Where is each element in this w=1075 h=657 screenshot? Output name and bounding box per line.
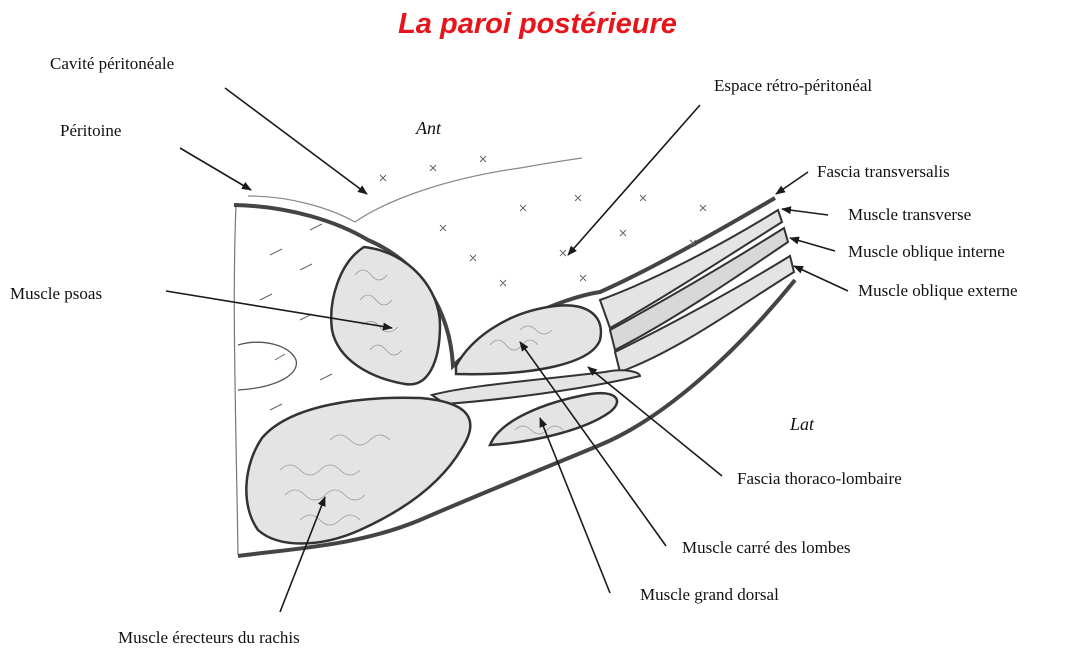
label-espace-retro: Espace rétro-péritonéal	[714, 76, 872, 96]
arrow-oblique-interne	[790, 238, 835, 251]
label-cavite-peritoneale: Cavité péritonéale	[50, 54, 174, 74]
transverse-abdominis-layer	[600, 210, 782, 328]
label-carre-lombes: Muscle carré des lombes	[682, 538, 851, 558]
label-muscle-transverse: Muscle transverse	[848, 205, 971, 225]
arrow-espace	[568, 105, 700, 255]
label-oblique-externe: Muscle oblique externe	[858, 281, 1018, 301]
lateral-label: Lat	[790, 414, 814, 434]
psoas-muscle	[331, 247, 440, 384]
arrow-oblique-externe	[794, 266, 848, 291]
arrow-fascia-thoraco	[588, 367, 722, 476]
label-oblique-interne: Muscle oblique interne	[848, 242, 1005, 262]
arrow-fascia-transversalis	[776, 172, 808, 194]
label-erecteurs: Muscle érecteurs du rachis	[118, 628, 300, 648]
arrow-transverse	[782, 209, 828, 215]
label-grand-dorsal: Muscle grand dorsal	[640, 585, 779, 605]
label-psoas: Muscle psoas	[10, 284, 102, 304]
midline-boundary	[234, 205, 238, 555]
label-peritoine: Péritoine	[60, 121, 121, 141]
label-fascia-thoraco: Fascia thoraco-lombaire	[737, 469, 902, 489]
arrow-cavite	[225, 88, 367, 194]
vertebral-body-outline	[238, 342, 296, 390]
latissimus-dorsi-muscle	[490, 393, 617, 445]
arrow-peritoine	[180, 148, 251, 190]
erector-spinae-muscle	[246, 398, 470, 544]
anterior-label: Ant	[416, 118, 441, 138]
label-fascia-transversalis: Fascia transversalis	[817, 162, 950, 182]
